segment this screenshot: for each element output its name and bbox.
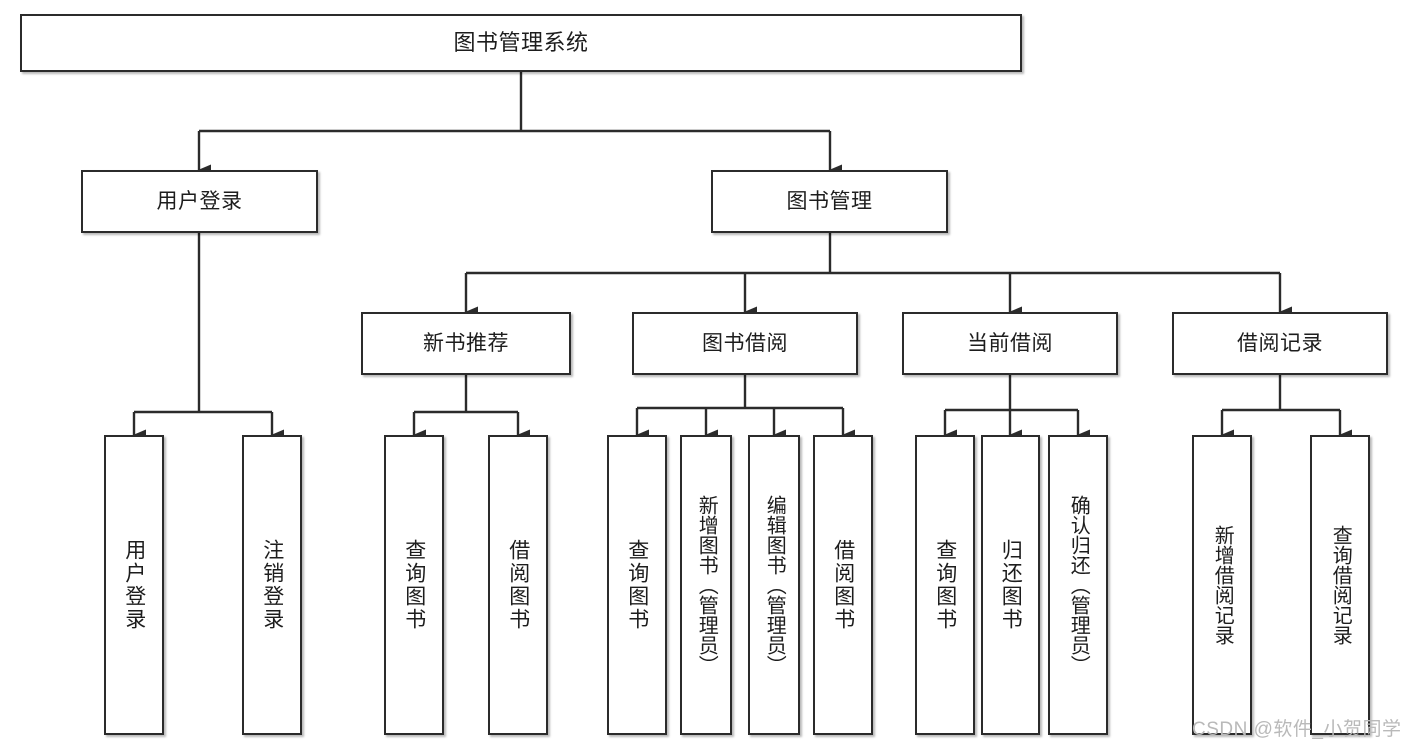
node-new-book-recommend[interactable]: 新书推荐 [361,312,571,375]
node-book-borrow[interactable]: 图书借阅 [632,312,858,375]
leaf-edit-book-admin[interactable]: 编辑图书（管理员） [748,435,800,735]
node-label: 编辑图书（管理员） [763,495,786,675]
node-borrow-record[interactable]: 借阅记录 [1172,312,1388,375]
node-label: 用户登录 [122,539,146,631]
node-label: 借阅图书 [506,539,530,631]
leaf-return-book[interactable]: 归还图书 [981,435,1040,735]
node-label: 图书管理 [786,189,873,213]
node-label: 查询图书 [625,539,649,631]
node-current-borrow[interactable]: 当前借阅 [902,312,1118,375]
node-label: 借阅图书 [831,539,855,631]
leaf-query-book-recommend[interactable]: 查询图书 [384,435,444,735]
leaf-add-book-admin[interactable]: 新增图书（管理员） [680,435,732,735]
node-label: 借阅记录 [1237,331,1323,355]
node-book-management[interactable]: 图书管理 [711,170,948,233]
node-label: 确认归还（管理员） [1067,495,1090,675]
leaf-logout-login[interactable]: 注销登录 [242,435,302,735]
leaf-add-borrow-record[interactable]: 新增借阅记录 [1192,435,1252,735]
node-label: 图书管理系统 [453,29,589,55]
node-user-login[interactable]: 用户登录 [81,170,318,233]
node-label: 查询图书 [933,539,957,631]
leaf-borrow-book[interactable]: 借阅图书 [813,435,873,735]
node-label: 新书推荐 [423,331,509,355]
leaf-user-login[interactable]: 用户登录 [104,435,164,735]
node-label: 图书借阅 [702,331,788,355]
leaf-query-book-current[interactable]: 查询图书 [915,435,975,735]
leaf-confirm-return-admin[interactable]: 确认归还（管理员） [1048,435,1108,735]
node-label: 当前借阅 [967,331,1053,355]
leaf-borrow-book-recommend[interactable]: 借阅图书 [488,435,548,735]
node-label: 用户登录 [156,189,243,213]
node-root-book-management-system[interactable]: 图书管理系统 [20,14,1022,72]
leaf-query-book-borrow[interactable]: 查询图书 [607,435,667,735]
leaf-query-borrow-record[interactable]: 查询借阅记录 [1310,435,1370,735]
watermark-text: CSDN @软件_小贺同学 [1192,719,1402,740]
node-label: 新增借阅记录 [1211,525,1234,645]
node-label: 注销登录 [260,539,284,631]
node-label: 归还图书 [999,539,1023,631]
node-label: 查询借阅记录 [1329,525,1352,645]
node-label: 新增图书（管理员） [695,495,718,675]
node-label: 查询图书 [402,539,426,631]
